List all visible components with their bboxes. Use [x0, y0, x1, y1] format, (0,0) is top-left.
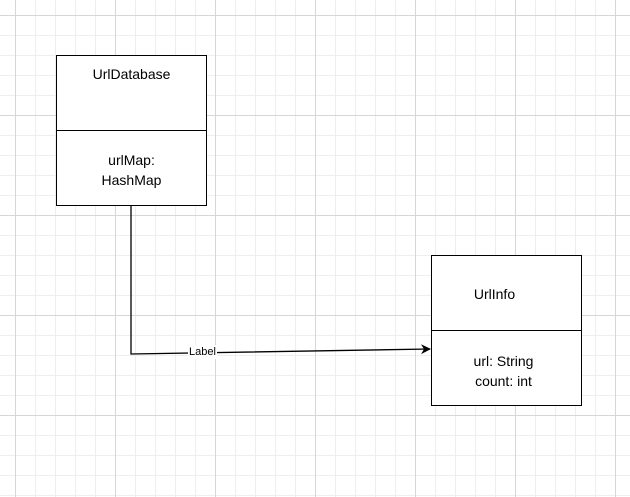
class-attributes-urldatabase: urlMap: HashMap [57, 131, 206, 190]
class-name-urlinfo: UrlInfo [432, 256, 581, 331]
attribute-line: count: int [475, 373, 532, 389]
connector-label[interactable]: Label [188, 345, 217, 359]
association-connector[interactable] [130, 206, 431, 355]
class-box-urldatabase[interactable]: UrlDatabase urlMap: HashMap [56, 55, 207, 206]
class-attributes-urlinfo: url: String count: int [432, 331, 581, 391]
class-name-urldatabase: UrlDatabase [57, 56, 206, 131]
class-box-urlinfo[interactable]: UrlInfo url: String count: int [431, 255, 582, 406]
attribute-line: HashMap [101, 172, 162, 188]
attribute-line: urlMap: [108, 152, 155, 168]
attribute-line: url: String [473, 353, 534, 369]
